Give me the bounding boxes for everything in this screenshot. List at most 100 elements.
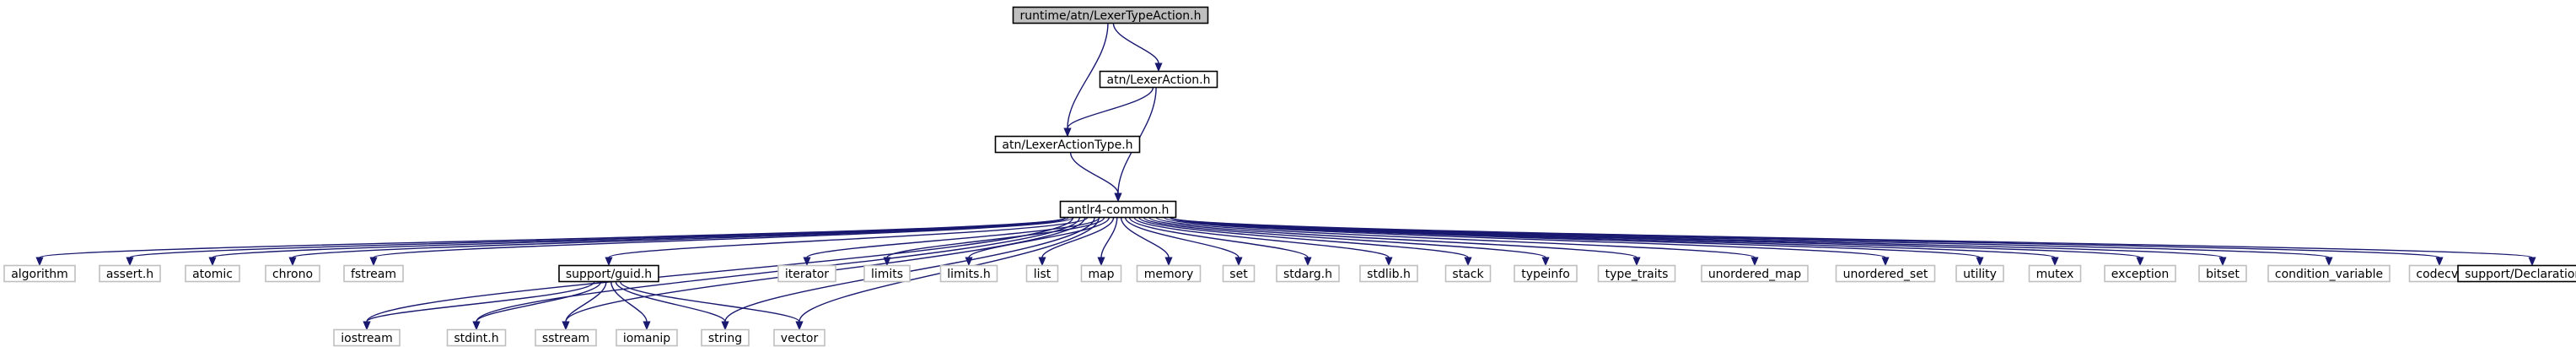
node-box xyxy=(994,135,1141,154)
node-box xyxy=(701,328,750,347)
node-label: antlr4-common.h xyxy=(1068,203,1170,217)
nodes-layer: runtime/atn/LexerTypeAction.h atn/LexerAc… xyxy=(3,6,2576,347)
node-guid[interactable]: support/guid.h xyxy=(558,264,659,283)
node-box xyxy=(1955,264,2004,283)
node-box xyxy=(1444,264,1492,283)
edge-common-to-fstream xyxy=(369,216,1074,267)
node-label: iostream xyxy=(341,332,393,345)
node-box xyxy=(863,264,911,283)
arrowhead xyxy=(562,321,570,331)
node-label: atn/LexerAction.h xyxy=(1107,73,1211,87)
arrowhead xyxy=(126,257,134,267)
edge-common-to-unordered-set xyxy=(1163,216,1890,267)
node-iostream: iostream xyxy=(333,328,401,347)
arrowhead xyxy=(883,257,891,267)
edge-common-to-limits xyxy=(883,217,1105,267)
arrowhead xyxy=(1097,257,1105,267)
edge-common-to-declarations xyxy=(1170,216,2536,267)
node-declarations[interactable]: support/Declarations.h xyxy=(2457,264,2576,283)
arrowhead xyxy=(2051,257,2059,267)
arrowhead xyxy=(1750,257,1759,267)
node-box xyxy=(2457,264,2576,283)
arrowhead xyxy=(1976,257,1984,267)
node-box xyxy=(185,264,240,283)
node-typeinfo: typeinfo xyxy=(1514,264,1578,283)
arrowhead xyxy=(1154,62,1163,73)
edge-common-to-type-traits xyxy=(1148,216,1641,267)
edge-guid-to-iostream xyxy=(363,281,595,331)
node-box xyxy=(939,264,998,283)
node-box xyxy=(535,328,597,347)
node-label: support/Declarations.h xyxy=(2465,268,2576,281)
arrowhead xyxy=(363,321,371,331)
node-common[interactable]: antlr4-common.h xyxy=(1059,200,1177,219)
node-box xyxy=(1099,70,1218,89)
node-type-traits: type_traits xyxy=(1597,264,1676,283)
arrowhead xyxy=(1881,257,1890,267)
node-box xyxy=(616,328,678,347)
node-mutex: mutex xyxy=(2028,264,2082,283)
arrowhead xyxy=(208,257,217,267)
arrowhead xyxy=(2136,257,2144,267)
arrowhead xyxy=(721,321,729,331)
edge-common-to-guid xyxy=(605,216,1089,267)
node-label: iterator xyxy=(785,268,829,281)
arrowhead xyxy=(2218,257,2227,267)
edge-common-to-unordered-map xyxy=(1155,216,1759,267)
node-lexeraction[interactable]: atn/LexerAction.h xyxy=(1099,70,1218,89)
edge-common-to-limitsh xyxy=(965,217,1111,267)
node-box xyxy=(1222,264,1256,283)
edge-common-to-stdarg xyxy=(1128,217,1312,267)
node-box xyxy=(1835,264,1936,283)
node-label: type_traits xyxy=(1605,268,1669,281)
node-box xyxy=(2198,264,2247,283)
node-vector: vector xyxy=(773,328,826,347)
edge-common-to-typeinfo xyxy=(1143,216,1550,267)
node-box xyxy=(99,264,161,283)
arrowhead xyxy=(1114,192,1122,203)
arrowhead xyxy=(472,321,481,331)
arrowhead xyxy=(288,257,297,267)
node-assert: assert.h xyxy=(99,264,161,283)
node-box xyxy=(777,264,836,283)
edge-common-to-stack xyxy=(1138,216,1472,267)
edge-guid-to-iomanip xyxy=(610,281,651,331)
node-box xyxy=(2104,264,2176,283)
node-utility: utility xyxy=(1955,264,2004,283)
node-box xyxy=(1597,264,1676,283)
node-unordered-set: unordered_set xyxy=(1835,264,1936,283)
node-box xyxy=(1276,264,1340,283)
node-iterator: iterator xyxy=(777,264,836,283)
node-string: string xyxy=(701,328,750,347)
node-label: sstream xyxy=(542,332,589,345)
node-box xyxy=(773,328,826,347)
node-label: condition_variable xyxy=(2275,268,2383,281)
node-label: typeinfo xyxy=(1521,268,1570,281)
node-memory: memory xyxy=(1136,264,1202,283)
node-label: set xyxy=(1229,268,1248,281)
node-unordered-map: unordered_map xyxy=(1701,264,1809,283)
edge-guid-to-vector xyxy=(619,281,804,331)
node-label: fstream xyxy=(351,268,396,281)
arrowhead xyxy=(369,257,378,267)
node-stdlib: stdlib.h xyxy=(1359,264,1418,283)
edge-common-to-memory xyxy=(1120,217,1173,267)
node-root[interactable]: runtime/atn/LexerTypeAction.h xyxy=(1012,6,1209,24)
node-list: list xyxy=(1025,264,1059,283)
edge-lexeractiontype-to-common xyxy=(1069,152,1122,203)
arrowhead xyxy=(643,321,651,331)
edge-common-to-atomic xyxy=(208,216,1067,267)
node-limitsh: limits.h xyxy=(939,264,998,283)
node-label: codecvt xyxy=(2416,268,2463,281)
node-fstream: fstream xyxy=(343,264,404,283)
node-lexeractiontype[interactable]: atn/LexerActionType.h xyxy=(994,135,1141,154)
node-exception: exception xyxy=(2104,264,2176,283)
edge-common-to-set xyxy=(1124,217,1243,267)
node-label: unordered_map xyxy=(1708,268,1801,281)
node-label: stdarg.h xyxy=(1283,268,1332,281)
node-box xyxy=(1359,264,1418,283)
node-label: vector xyxy=(781,332,819,345)
node-atomic: atomic xyxy=(185,264,240,283)
node-box xyxy=(1012,6,1209,24)
